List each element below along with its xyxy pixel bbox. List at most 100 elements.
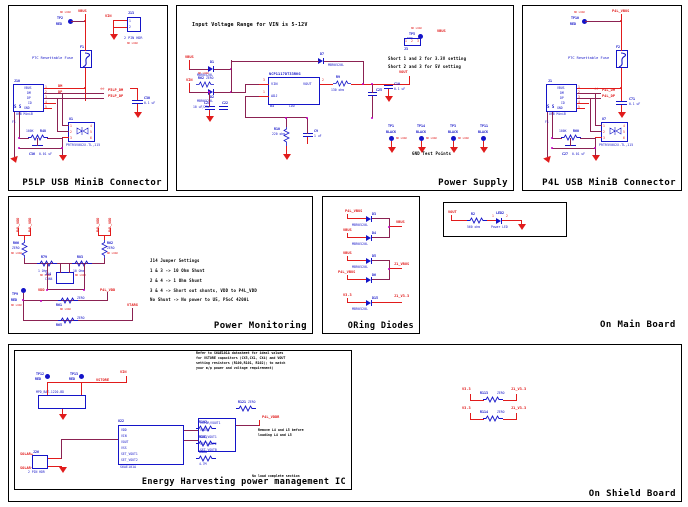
- diode-ref-d2: D2: [210, 95, 214, 99]
- wire: [47, 263, 49, 290]
- junction: [551, 147, 554, 150]
- wire: [577, 92, 601, 94]
- oring-part-d4: MBR0520L: [352, 242, 369, 246]
- pin-number: 3: [578, 95, 580, 99]
- wire: [189, 91, 210, 93]
- oring-d4-symbol: [366, 235, 371, 241]
- gnd-tp3-symbol: [451, 136, 456, 141]
- wire: [23, 293, 25, 321]
- pin-number: 4: [578, 100, 580, 104]
- resistor-val-r62b: ZERO: [107, 246, 115, 250]
- wire: [409, 76, 411, 84]
- resistor-ref-r62b: R62: [107, 241, 113, 245]
- resistor-ref-r113: R113: [480, 391, 488, 395]
- wire: [259, 95, 269, 97]
- gnd-tp1-color: BLACK: [386, 130, 396, 134]
- ps-reg-pin-adj: ADJ: [271, 94, 278, 98]
- pin-number: 4: [623, 124, 625, 128]
- resistor-val-r65: ZERO: [77, 316, 85, 320]
- pm-testpoint-noload: NO LOAD: [11, 304, 22, 307]
- p4l-connector-ref: J1: [548, 79, 552, 83]
- resistor-ref-r121: R121: [238, 400, 246, 404]
- wire: [577, 107, 585, 109]
- pm-resistor-r61: [58, 296, 78, 305]
- wire: [47, 289, 85, 291]
- wire: [307, 137, 309, 144]
- oring-ref-d3: D3: [372, 212, 376, 216]
- wire: [470, 394, 472, 400]
- shield-ic2-pin-5: SET_VOUTB: [200, 448, 217, 452]
- wire: [245, 117, 307, 119]
- resistor-ref-r79: R79: [41, 255, 47, 259]
- ground-symbol: [518, 224, 526, 230]
- gnd-tp3-noload: NO LOAD: [458, 137, 469, 140]
- oring-g3-in-a: V3.3: [343, 293, 352, 297]
- wire: [390, 268, 402, 270]
- wire: [577, 97, 601, 99]
- pm-resistor-r79: [37, 259, 57, 268]
- section-title-p4l: P4L USB MiniB Connector: [542, 178, 676, 188]
- wire: [231, 91, 245, 93]
- shield-ic2-pin-2: VOUT1: [200, 428, 210, 432]
- oring-part-d15: MBR0520L: [352, 307, 369, 311]
- wire: [85, 44, 87, 51]
- oring-part-d3: MBR0520L: [352, 223, 369, 227]
- cap-ref-c9: C9: [314, 129, 318, 133]
- cap-ref-c36: C36: [29, 152, 35, 156]
- note-jumper-5v: Short 2 and 3 for 5V setting: [388, 64, 462, 69]
- wire: [19, 147, 62, 149]
- note-j14-line1: 1 & 3 -> 10 Ohm Shunt: [150, 268, 205, 273]
- diode-d7-bar: [323, 58, 325, 64]
- wire: [391, 141, 393, 147]
- wire: [570, 137, 572, 146]
- diode-d1-symbol: [208, 66, 213, 72]
- junction: [208, 91, 211, 94]
- cap-val-c10: 0.1 uF: [394, 87, 406, 91]
- shield-ic-pin-vout: VOUT: [121, 440, 129, 444]
- oring-g2-in-b: P4L_VBUS: [338, 270, 356, 274]
- wire: [347, 279, 367, 281]
- junction: [22, 299, 25, 302]
- wire: [47, 382, 49, 395]
- shield-net-v33-b: V3.3: [462, 406, 471, 410]
- p5lp-conn-pin-vbus: VBUS: [24, 86, 32, 90]
- wire: [286, 118, 288, 127]
- shield-tp13-symbol: [79, 374, 84, 379]
- p5lp-net-vbus: VBUS: [78, 9, 87, 13]
- diode-d1-bar: [213, 66, 215, 72]
- wire: [595, 136, 597, 149]
- p5lp-net-p5lp-dm: P5LP_DM: [108, 88, 124, 92]
- oring-g2-in-a: VBUS: [343, 251, 352, 255]
- resistor-ref-r101: R101: [199, 435, 207, 439]
- wire: [44, 102, 56, 104]
- junction: [84, 20, 87, 23]
- pin-number: 2: [411, 39, 413, 43]
- p5lp-header-noload: NO LOAD: [127, 42, 138, 45]
- gnd-tp3-ref: TP3: [450, 124, 456, 128]
- oring-d15-symbol: [366, 300, 371, 306]
- resistor-val-r66: ZERO: [12, 246, 20, 250]
- junction: [285, 117, 288, 120]
- p4l-net-vbus: P4L_VBUS: [612, 9, 630, 13]
- resistor-noload-r61: NO LOAD: [60, 308, 71, 311]
- pin-number: 3: [603, 136, 605, 140]
- wire: [307, 118, 309, 134]
- shield-net-j1v33-a: J1_V3.3: [511, 387, 527, 391]
- note-shield-line3: setting resistors (R100,R101, R102); to …: [196, 361, 286, 365]
- wire: [372, 218, 390, 220]
- gnd-tp14-color: BLACK: [416, 130, 426, 134]
- resistor-ref-r9: R9: [336, 75, 340, 79]
- wire: [24, 258, 26, 264]
- shield-ic2-pin-1: VSTOR/VOUT1: [200, 421, 221, 425]
- ground-symbol: [58, 414, 67, 420]
- oring-ref-d6: D6: [372, 273, 376, 277]
- wire: [57, 97, 59, 131]
- wire: [110, 228, 112, 236]
- ground-symbol: [449, 147, 458, 153]
- ground-symbol: [205, 116, 214, 122]
- p4l-conn-pin-dm: DM: [560, 91, 564, 95]
- ps-reg-pin-vout: VOUT: [303, 82, 312, 86]
- wire: [104, 235, 106, 240]
- wire: [470, 399, 484, 401]
- pm-jumper-val: CON4: [45, 277, 53, 281]
